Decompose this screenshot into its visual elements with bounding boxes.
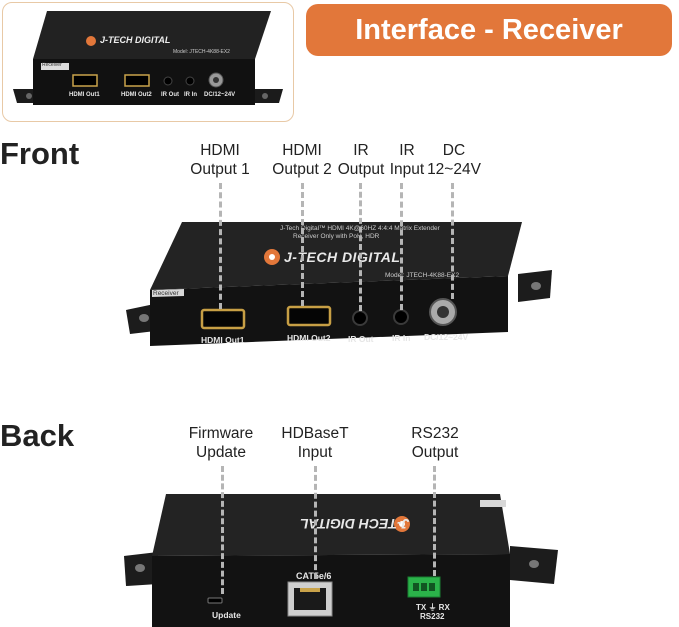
front-port-label-hdmi1: HDMI Out1 (201, 335, 245, 345)
label-hdbaset-input: HDBaseT Input (281, 425, 349, 461)
thumbnail-panel: J-TECH DIGITAL Model: JTECH-4K88-EX2 Rec… (2, 2, 294, 122)
front-port-label-hdmi2: HDMI Out2 (287, 333, 331, 343)
back-update-port (207, 597, 223, 604)
front-model: Model: JTECH-4K88-EX2 (385, 272, 460, 279)
front-screw-hole (531, 282, 541, 290)
leader-hdbaset-input (314, 466, 317, 579)
front-desc-line2: Receiver Only with PoH, HDR (293, 233, 380, 240)
thumb-label-ir-in: IR In (184, 92, 197, 98)
front-hdmi1-port (200, 308, 246, 330)
front-brand: J-TECH DIGITAL (284, 249, 401, 265)
back-device (124, 494, 558, 627)
back-port-label-cat: CAT5e/6 (296, 571, 332, 581)
back-tag-plate (480, 500, 506, 507)
front-ir-out-port (352, 310, 368, 326)
thumb-ir-in-port (185, 76, 195, 86)
front-ir-in-port (393, 309, 409, 325)
leader-ir-input (400, 183, 403, 310)
front-hdmi2-port (286, 305, 332, 327)
thumb-label-ir-out: IR Out (161, 92, 179, 98)
thumb-brand: J-TECH DIGITAL (100, 35, 171, 45)
front-tag-plate (152, 289, 184, 297)
front-screw-hole (139, 314, 149, 322)
front-port-label-ir-out: IR Out (348, 334, 374, 344)
label-hdmi-output-2: HDMI Output 2 (272, 142, 332, 178)
thumb-ir-out-port (163, 76, 173, 86)
page-title-banner: Interface - Receiver (306, 4, 672, 56)
back-screw-hole (529, 560, 539, 568)
thumb-screw-hole (262, 93, 268, 99)
back-screw-hole (135, 564, 145, 572)
thumb-hdmi2-port (124, 74, 150, 87)
front-port-label-dc: DC/12~24V (424, 332, 469, 342)
leader-ir-output (359, 183, 362, 311)
leader-dc (451, 183, 454, 299)
label-ir-output: IR Output (337, 142, 385, 178)
thumb-tag-plate (41, 63, 69, 70)
leader-rs232-output (433, 466, 436, 576)
thumb-top (33, 11, 271, 59)
front-device (126, 222, 552, 346)
thumbnail-device (13, 11, 283, 105)
thumb-label-hdmi1: HDMI Out1 (69, 92, 100, 98)
label-hdmi-output-1: HDMI Output 1 (190, 142, 250, 178)
back-port-label-txrx: TX ⏚ RX (416, 603, 450, 612)
leader-firmware-update (221, 466, 224, 594)
back-port-label-rs232: RS232 (420, 612, 445, 621)
thumb-tag: Receiver (42, 62, 62, 68)
back-top-surface (152, 494, 510, 556)
thumb-logo-icon (86, 36, 96, 46)
thumb-hdmi1-port (72, 74, 98, 87)
thumb-label-hdmi2: HDMI Out2 (121, 92, 152, 98)
front-tag: Receiver (153, 290, 179, 297)
thumb-screw-hole (26, 93, 32, 99)
thumb-label-dc: DC/12~24V (204, 92, 236, 98)
thumb-model: Model: JTECH-4K88-EX2 (173, 49, 230, 55)
front-top-surface (150, 222, 522, 290)
leader-hdmi-output-2 (301, 183, 304, 306)
front-port-label-ir-in: IR In (392, 333, 411, 343)
label-rs232-output: RS232 Output (411, 425, 459, 461)
leader-hdmi-output-1 (219, 183, 222, 309)
back-port-label-update: Update (212, 610, 241, 620)
label-ir-input: IR Input (389, 142, 425, 178)
front-heading: Front (0, 136, 80, 171)
back-rj45-opening (294, 588, 326, 610)
label-firmware-update: Firmware Update (188, 425, 254, 461)
back-heading: Back (0, 418, 75, 453)
label-dc: DC 12~24V (427, 142, 481, 178)
